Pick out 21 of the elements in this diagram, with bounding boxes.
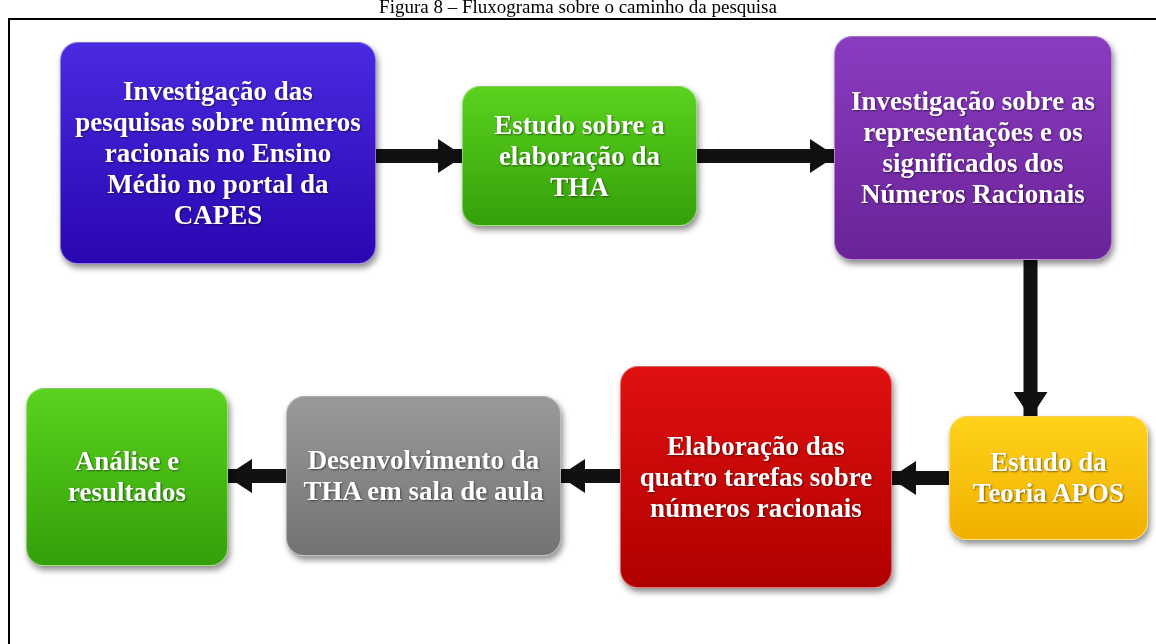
box-label: Desenvolvimento da THA em sala de aula: [302, 445, 545, 507]
figure-title: Figura 8 – Fluxograma sobre o caminho da pesquisa: [378, 0, 778, 18]
block-arrow: [1013, 260, 1048, 418]
box-label: Estudo da Teoria APOS: [971, 447, 1126, 509]
process-box: [834, 36, 1112, 260]
box-label: Investigação das pesquisas sobre números racionais no Ensino Médio no portal da CAPES: [74, 75, 362, 231]
process-box: [60, 42, 376, 264]
process-box: [26, 388, 228, 566]
box-label: Elaboração das quatro tarefas sobre números racionais: [638, 430, 874, 524]
process-box: [286, 396, 561, 556]
block-arrow: [559, 459, 620, 493]
block-arrow: [226, 459, 286, 493]
block-arrow: [376, 139, 464, 173]
box-label: Investigação sobre as representações e os significados dos Números Racionais: [850, 86, 1096, 210]
block-arrow: [890, 461, 949, 495]
block-arrow: [697, 139, 836, 173]
box-label: Análise e resultados: [67, 446, 187, 508]
process-box: [462, 86, 697, 226]
process-box: [620, 366, 892, 588]
box-label: Estudo sobre a elaboração da THA: [493, 109, 666, 203]
process-box: [949, 416, 1148, 540]
